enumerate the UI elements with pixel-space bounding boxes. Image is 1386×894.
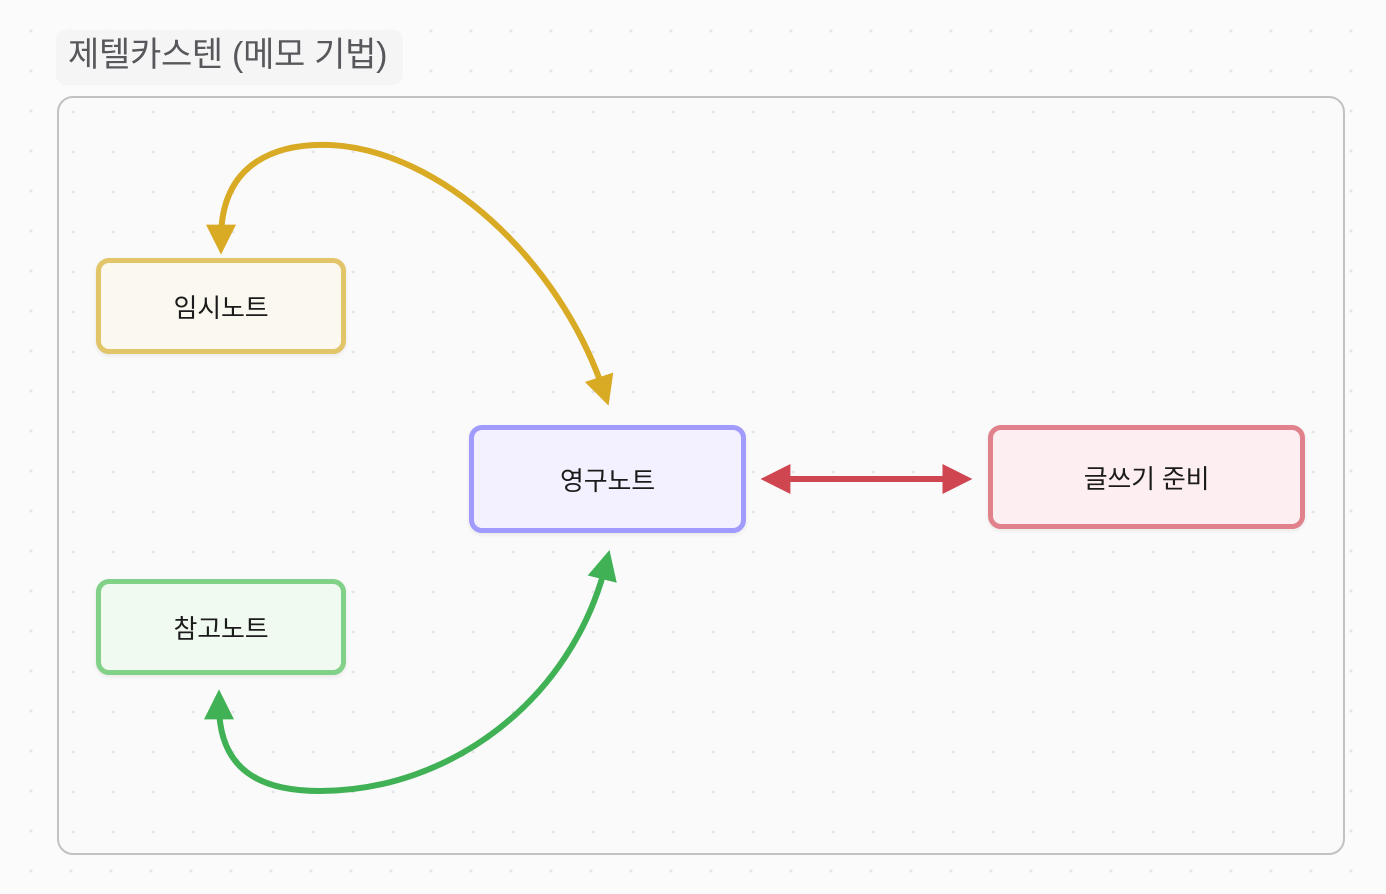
page-title: 제텔카스텐 (메모 기법) [56,30,404,86]
node-temp-note[interactable]: 임시노트 [96,258,346,354]
node-writing-prep[interactable]: 글쓰기 준비 [988,425,1305,529]
node-permanent-note[interactable]: 영구노트 [469,425,746,533]
node-reference-note-label: 참고노트 [173,613,269,644]
node-temp-note-label: 임시노트 [173,292,269,323]
node-permanent-note-label: 영구노트 [560,465,655,496]
node-writing-prep-label: 글쓰기 준비 [1083,463,1210,494]
node-reference-note[interactable]: 참고노트 [96,579,346,675]
